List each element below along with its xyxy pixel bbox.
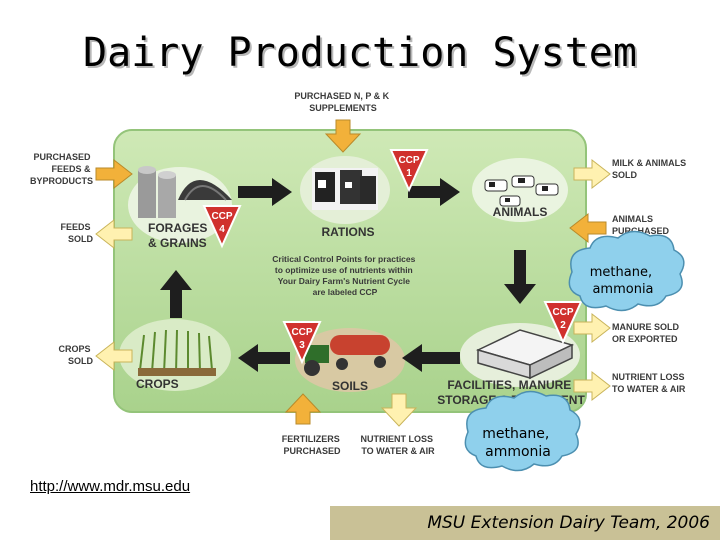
svg-text:CCP: CCP [291, 327, 312, 338]
ccp-badge-1: CCP 1 [389, 149, 429, 193]
ccp-note: Critical Control Points for practices to… [272, 254, 418, 297]
source-url-link[interactable]: http://www.mdr.msu.edu [30, 478, 191, 495]
label-animals-purchased: ANIMALS PURCHASED [612, 214, 670, 236]
arrow-manure-sold [573, 312, 611, 344]
cycle-arrows [160, 178, 536, 372]
arrow-fertilizers-purchased [284, 393, 322, 425]
arrow-forages-to-rations [238, 178, 292, 206]
arrow-crops-sold [95, 340, 133, 372]
svg-text:2: 2 [560, 320, 566, 331]
node-label-rations: RATIONS [321, 225, 374, 239]
label-purchased-supplements: PURCHASED N, P & K SUPPLEMENTS [294, 91, 391, 113]
label-milk-sold: MILK & ANIMALS SOLD [612, 158, 689, 180]
credit-text: MSU Extension Dairy Team, 2006 [427, 513, 710, 533]
arrow-purchased-supplements [324, 119, 362, 153]
methane-cloud-bottom: methane, ammonia [464, 390, 581, 472]
arrow-nutrient-loss-right [573, 370, 611, 402]
arrow-feeds-sold [95, 218, 133, 250]
arrow-milk-sold [573, 158, 611, 190]
arrow-crops-to-forages [160, 270, 192, 318]
forages-illustration [128, 166, 232, 243]
label-feeds-sold: FEEDS SOLD [60, 222, 93, 244]
label-nutrient-loss-right: NUTRIENT LOSS TO WATER & AIR [612, 372, 687, 394]
credit-banner: MSU Extension Dairy Team, 2006 [330, 506, 720, 540]
arrow-rations-to-animals [408, 178, 460, 206]
arrow-facilities-to-soils [402, 344, 460, 372]
label-crops-sold: CROPS SOLD [58, 344, 93, 366]
arrow-soils-to-crops [238, 344, 290, 372]
rations-illustration [300, 156, 390, 224]
arrow-animals-to-facilities [504, 250, 536, 304]
label-purchased-feeds: PURCHASED FEEDS & BYPRODUCTS [30, 152, 93, 186]
label-nutrient-loss-bottom: NUTRIENT LOSS TO WATER & AIR [360, 434, 435, 456]
ccp-badge-2: CCP 2 [543, 301, 583, 345]
svg-text:CCP: CCP [552, 307, 573, 318]
arrow-purchased-feeds [95, 158, 133, 190]
methane-cloud-top: methane, ammonia [568, 230, 685, 312]
animals-illustration [472, 158, 568, 222]
svg-text:3: 3 [299, 340, 305, 351]
svg-text:methane, ammonia: methane, ammonia [482, 426, 554, 460]
page-title: Dairy Production System [83, 30, 637, 76]
arrow-animals-purchased [569, 212, 607, 244]
node-label-forages: FORAGES & GRAINS [148, 221, 211, 250]
node-label-soils: SOILS [332, 379, 368, 393]
svg-text:CCP: CCP [398, 155, 419, 166]
crops-illustration [119, 319, 231, 391]
svg-text:4: 4 [219, 224, 225, 235]
facilities-illustration [460, 323, 580, 387]
node-label-animals: ANIMALS [493, 205, 548, 219]
ccp-badge-4: CCP 4 [202, 205, 242, 249]
label-manure-sold: MANURE SOLD OR EXPORTED [612, 322, 682, 344]
svg-text:1: 1 [406, 168, 412, 179]
label-fertilizers-purchased: FERTILIZERS PURCHASED [282, 434, 343, 456]
svg-text:methane, ammonia: methane, ammonia [590, 265, 656, 297]
ccp-badge-3: CCP 3 [282, 321, 322, 365]
svg-text:CCP: CCP [211, 211, 232, 222]
soils-illustration [295, 328, 405, 392]
arrow-nutrient-loss-bottom [380, 393, 418, 427]
node-label-crops: CROPS [136, 377, 179, 391]
